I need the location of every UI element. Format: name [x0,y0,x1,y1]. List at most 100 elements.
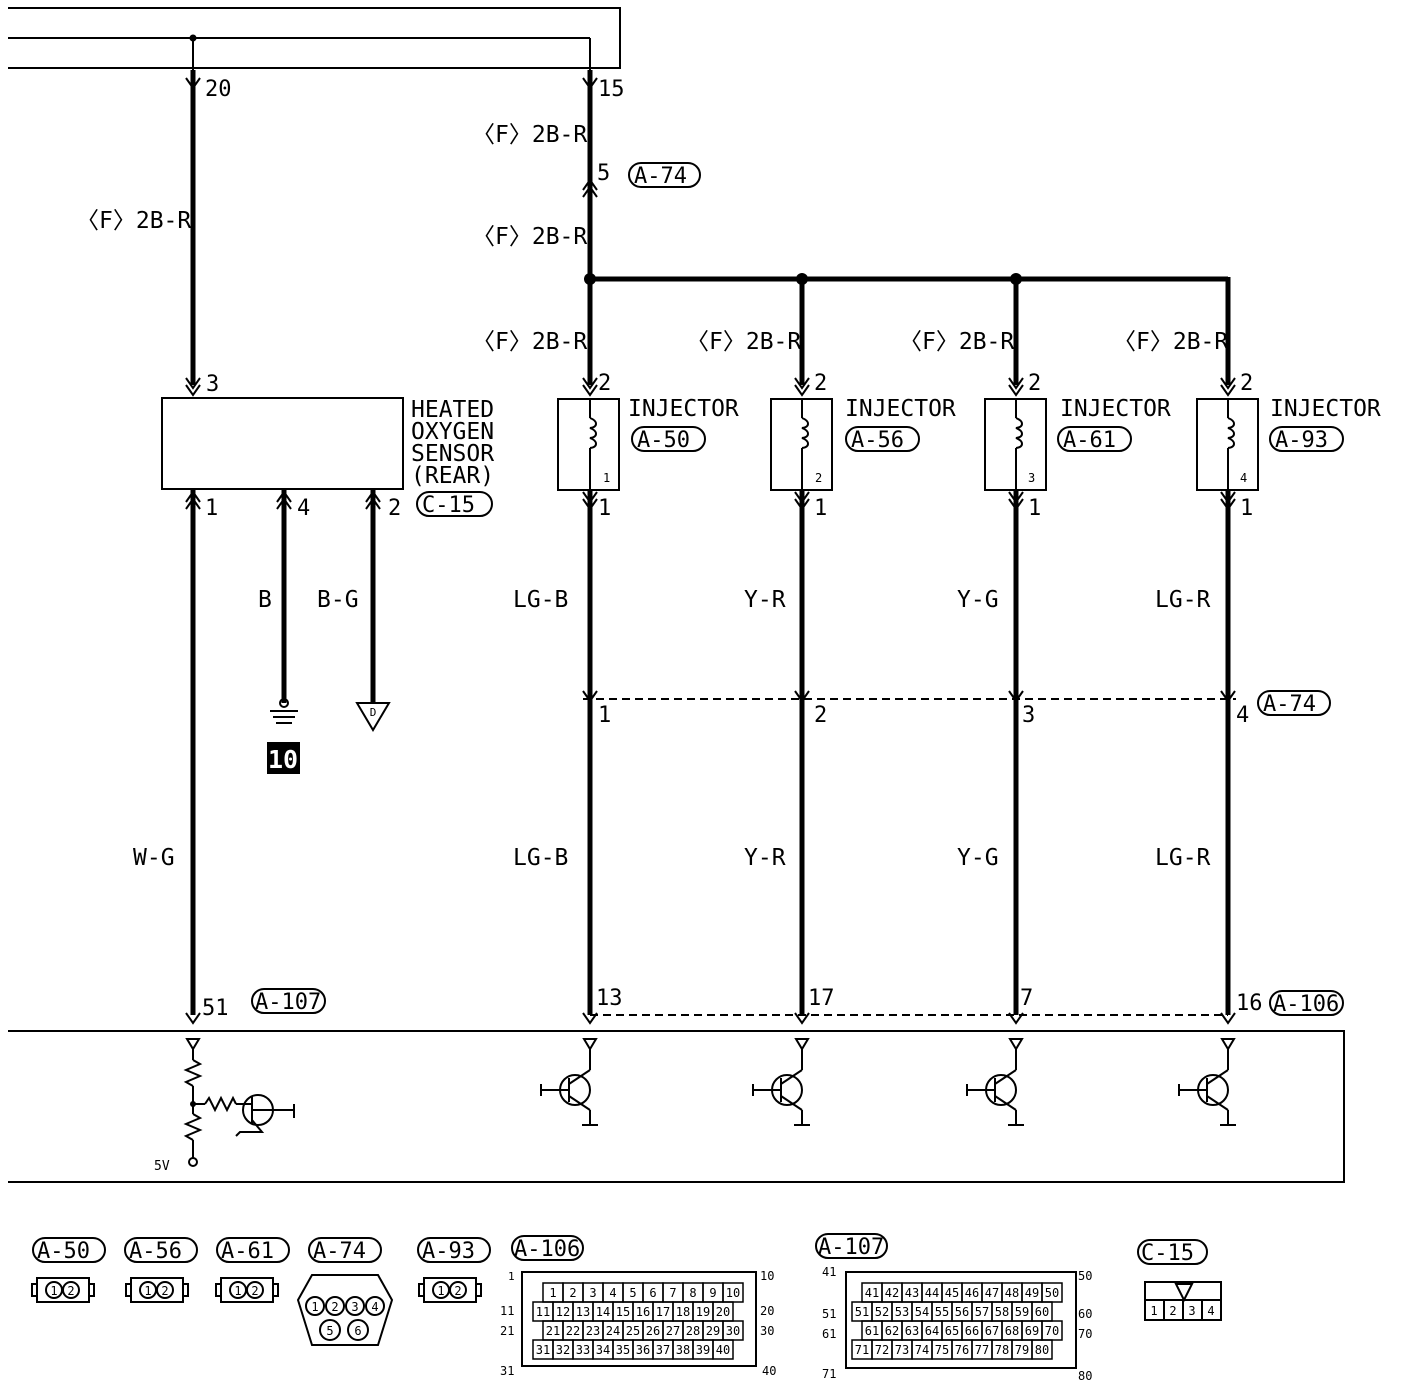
svg-text:20: 20 [760,1304,774,1318]
svg-text:30: 30 [760,1324,774,1338]
connector-pin-number: 21 [546,1324,560,1338]
pin-label: 16 [1236,991,1263,1016]
pin-label: 4 [1236,703,1249,728]
connector-pin-number: 73 [895,1343,909,1357]
connector-pin-number: 18 [676,1305,690,1319]
svg-text:40: 40 [762,1364,776,1378]
connector-pin-number: 14 [596,1305,610,1319]
ground-number-box [267,742,300,774]
connector-pin-number: 37 [656,1343,670,1357]
connector-tag-a74: A-74 [628,162,701,189]
connector-pin-number: 69 [1025,1324,1039,1338]
pin-label: 17 [808,986,835,1011]
injector-number: 3 [1028,471,1035,485]
wire-color-label: 〈F〉2B-R [686,329,801,355]
connector-pin-number: 31 [536,1343,550,1357]
svg-text:2: 2 [1169,1304,1176,1318]
connector-pin-number: 34 [596,1343,610,1357]
injector-4 [1196,377,1259,1015]
connector-pin-number: 46 [965,1286,979,1300]
pin-label: 5 [597,161,610,186]
connector-pin-number: 71 [855,1343,869,1357]
legend-tag-a50: A-50 [32,1237,106,1264]
connector-pin-number: 48 [1005,1286,1019,1300]
connector-pin-number: 74 [915,1343,929,1357]
svg-text:2: 2 [161,1284,168,1298]
connector-pin-number: 79 [1015,1343,1029,1357]
svg-text:A-107: A-107 [255,990,321,1015]
pin-label: 2 [598,371,611,396]
connector-tag-c15: C-15 [416,491,493,518]
legend-tag-c15: C-15 [1137,1239,1208,1266]
pin-label: 1 [1240,496,1253,521]
connector-pin-number: 64 [925,1324,939,1338]
sensor-feed-wire [185,70,201,397]
wire-color-label: LG-B [513,587,568,613]
connector-pin-number: 33 [576,1343,590,1357]
svg-text:1: 1 [234,1284,241,1298]
connector-pin-number: 12 [556,1305,570,1319]
a74-intermediate-connector [582,690,1236,703]
injector-number: 1 [603,471,610,485]
connector-pin-number: 60 [1035,1305,1049,1319]
connector-pin-number: 43 [905,1286,919,1300]
sensor-title-line4: (REAR) [411,463,494,489]
svg-text:1: 1 [50,1284,57,1298]
svg-text:C-15: C-15 [1141,1241,1194,1266]
sensor-title-line2: OXYGEN [411,419,494,445]
connector-pin-number: 38 [676,1343,690,1357]
connector-pin-number: 39 [696,1343,710,1357]
top-feed [8,7,621,70]
connector-pin-number: 29 [706,1324,720,1338]
legend-tag-a106: A-106 [511,1235,584,1262]
connector-pin-number: 44 [925,1286,939,1300]
sensor-title-line3: SENSOR [411,441,494,467]
connector-pin-number: 25 [626,1324,640,1338]
legend-connector-c15: 1 2 3 4 [1144,1281,1222,1321]
connector-pin-number: 9 [709,1286,716,1300]
connector-pin-number: 54 [915,1305,929,1319]
svg-text:A-50: A-50 [37,1239,90,1264]
ground-letter: D [370,706,377,719]
svg-text:4: 4 [371,1300,378,1314]
injector-feed-wire [582,70,1231,385]
svg-text:A-93: A-93 [422,1239,475,1264]
pin-label: 2 [814,703,827,728]
pin-label: 13 [596,986,623,1011]
connector-pin-number: 23 [586,1324,600,1338]
svg-text:50: 50 [1078,1269,1092,1283]
connector-pin-number: 11 [536,1305,550,1319]
wire-color-label: Y-R [744,587,786,613]
connector-pin-number: 51 [855,1305,869,1319]
wire-color-label: 〈F〉2B-R [472,122,587,148]
legend-connector-a93: 1 2 [418,1277,482,1303]
wire-color-label: Y-G [957,845,999,871]
connector-pin-number: 56 [955,1305,969,1319]
connector-pin-number: 17 [656,1305,670,1319]
connector-pin-number: 61 [865,1324,879,1338]
svg-text:A-56: A-56 [129,1239,182,1264]
ecu-injector-driver-3 [966,1038,1024,1126]
svg-text:3: 3 [351,1300,358,1314]
connector-tag-a93: A-93 [1269,426,1344,453]
pin-label: 4 [297,496,310,521]
pin-label: 1 [1028,496,1041,521]
connector-pin-number: 42 [885,1286,899,1300]
wire-color-label: 〈F〉2B-R [76,208,191,234]
ground-number: 10 [268,745,298,774]
svg-text:60: 60 [1078,1307,1092,1321]
connector-tag-a106: A-106 [1269,990,1344,1017]
svg-text:2: 2 [67,1284,74,1298]
connector-pin-number: 77 [975,1343,989,1357]
injector-number: 2 [815,471,822,485]
svg-text:2: 2 [251,1284,258,1298]
wire-color-label: Y-G [957,587,999,613]
connector-pin-number: 32 [556,1343,570,1357]
svg-text:80: 80 [1078,1369,1092,1383]
legend-tag-a56: A-56 [124,1237,198,1264]
legend-connector-a61: 1 2 [215,1277,279,1303]
pin-label: 1 [598,703,611,728]
connector-pin-number: 20 [716,1305,730,1319]
svg-text:A-74: A-74 [634,164,687,189]
connector-pin-number: 62 [885,1324,899,1338]
